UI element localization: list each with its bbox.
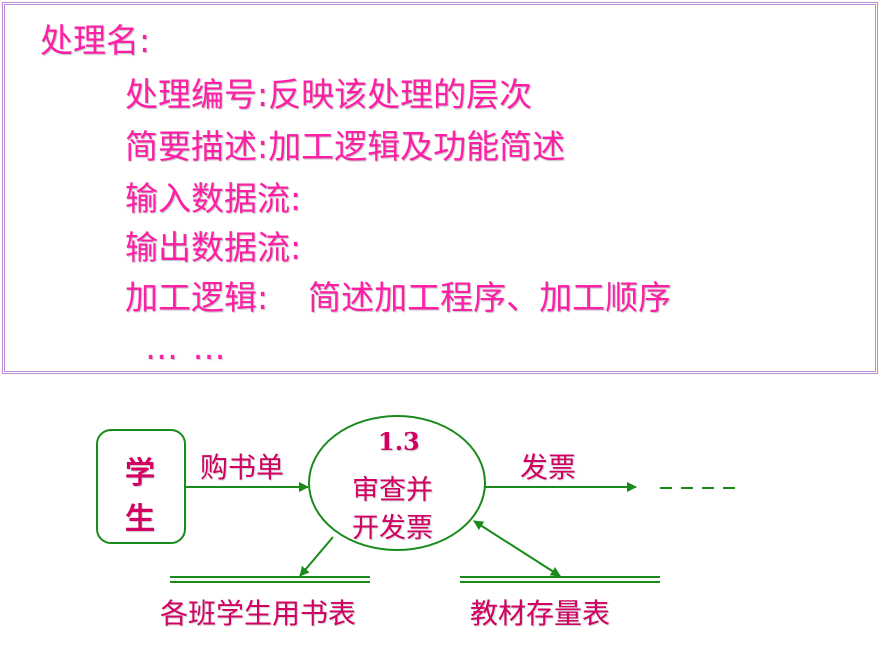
external-entity-label-1: 学 [125,456,155,491]
store-right-label: 教材存量表 [470,597,611,630]
store-left-flow-arrow [299,536,334,577]
definition-logic-detail: 简述加工程序、加工顺序 [308,278,672,317]
process-name-line-1: 审查并 [352,475,433,506]
store-right-flow-arrow [473,520,561,577]
definition-line-output-flow: 输出数据流: [125,228,302,267]
definition-logic-label: 加工逻辑: [125,278,269,317]
process-circle [308,415,486,551]
store-left-label: 各班学生用书表 [160,597,357,630]
process-name-line-2: 开发票 [352,513,433,544]
output-flow-label: 发票 [520,451,577,484]
definition-line-input-flow: 输入数据流: [125,179,302,218]
external-entity-label-2: 生 [125,502,155,537]
definition-heading: 处理名: [40,21,151,60]
definition-ellipsis: … … [145,328,228,367]
process-number: 1.3 [378,427,420,456]
input-flow-label: 购书单 [200,451,285,484]
definition-line-number: 处理编号:反映该处理的层次 [125,75,533,114]
definition-line-logic: 加工逻辑: 简述加工程序、加工顺序 [125,279,671,317]
definition-line-description: 简要描述:加工逻辑及功能简述 [125,127,566,166]
definition-box [2,2,878,374]
